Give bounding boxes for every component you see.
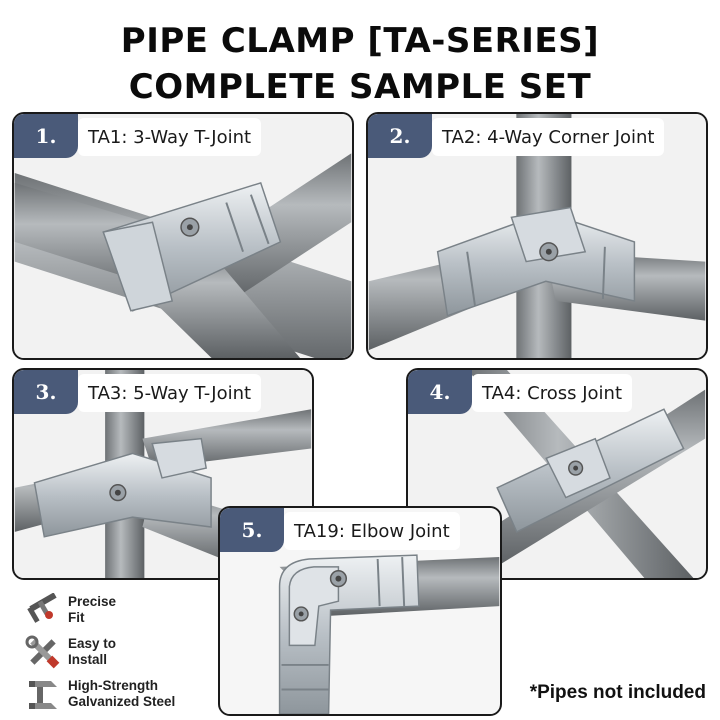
- panel-label: TA4: Cross Joint: [472, 374, 633, 412]
- panel-number-badge: 5.: [220, 508, 284, 552]
- feature-text: Easy to Install: [68, 636, 116, 668]
- feature-line-1: High-Strength: [68, 678, 158, 693]
- feature-easy-install: Easy to Install: [24, 634, 116, 670]
- panel-number-badge: 3.: [14, 370, 78, 414]
- ta19-product-photo: [220, 508, 500, 714]
- feature-precise-fit: Precise Fit: [24, 592, 116, 628]
- panel-label: TA3: 5-Way T-Joint: [78, 374, 262, 412]
- panel-number-badge: 1.: [14, 114, 78, 158]
- title-line-2: COMPLETE SAMPLE SET: [128, 67, 592, 107]
- feature-line-1: Easy to: [68, 636, 117, 651]
- feature-high-strength: High-Strength Galvanized Steel: [24, 676, 175, 712]
- feature-text: High-Strength Galvanized Steel: [68, 678, 175, 710]
- product-card-ta2: 2. TA2: 4-Way Corner Joint: [366, 112, 708, 360]
- feature-line-1: Precise: [68, 594, 117, 609]
- feature-line-2: Galvanized Steel: [68, 694, 176, 709]
- caliper-icon: [24, 592, 62, 628]
- feature-line-2: Install: [68, 652, 108, 667]
- panel-label: TA2: 4-Way Corner Joint: [432, 118, 665, 156]
- feature-line-2: Fit: [68, 610, 85, 625]
- title-line-1: PIPE CLAMP [TA-SERIES]: [120, 21, 600, 61]
- panel-label: TA19: Elbow Joint: [284, 512, 460, 550]
- panel-number-badge: 4.: [408, 370, 472, 414]
- steel-beam-icon: [24, 676, 62, 712]
- page-title: PIPE CLAMP [TA-SERIES] COMPLETE SAMPLE S…: [0, 18, 720, 110]
- product-card-ta19: 5. TA19: Elbow Joint: [218, 506, 502, 716]
- panel-label: TA1: 3-Way T-Joint: [78, 118, 262, 156]
- tools-icon: [24, 634, 62, 670]
- product-card-ta1: 1. TA1: 3-Way T-Joint: [12, 112, 354, 360]
- feature-text: Precise Fit: [68, 594, 116, 626]
- panel-number-badge: 2.: [368, 114, 432, 158]
- pipes-not-included-note: *Pipes not included: [529, 682, 706, 703]
